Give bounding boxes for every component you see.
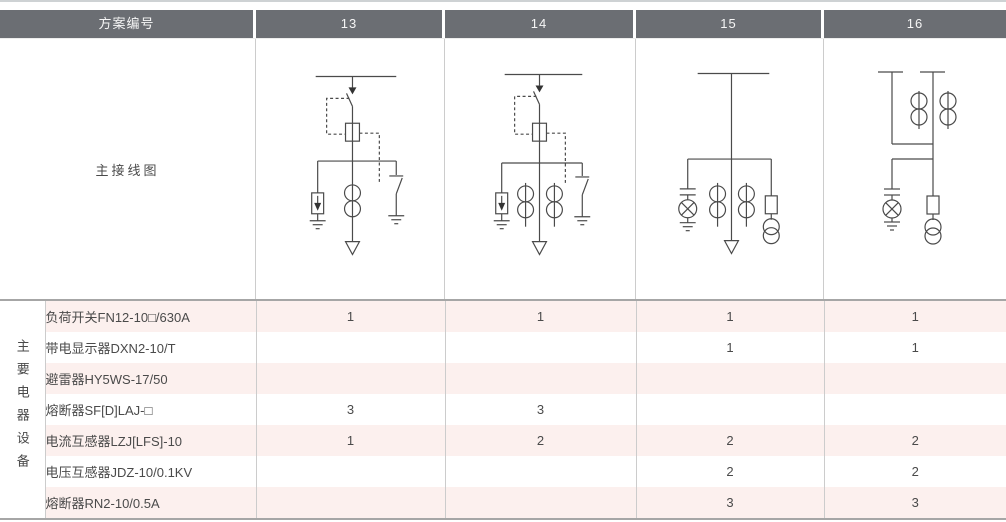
- qty-15: 2: [636, 456, 825, 487]
- equipment-table: 主要电器设备 负荷开关FN12-10□/630A 1 1 1 1 带电显示器DX…: [0, 301, 1006, 518]
- main-wiring-diagram-row: 主接线图: [0, 38, 1006, 299]
- qty-16: [824, 394, 1006, 425]
- scheme-14-cell: [445, 39, 636, 299]
- qty-15: 1: [636, 301, 825, 332]
- scheme-16-single-line-diagram-icon: [878, 71, 957, 245]
- qty-16: 3: [824, 487, 1006, 518]
- qty-13: 3: [256, 394, 446, 425]
- qty-14: 1: [445, 301, 637, 332]
- qty-14: [445, 332, 637, 363]
- table-row: 熔断器RN2-10/0.5A 3 3: [0, 487, 1006, 518]
- qty-14: [445, 456, 637, 487]
- qty-13: [256, 456, 446, 487]
- qty-14: 2: [445, 425, 637, 456]
- qty-15: 1: [636, 332, 825, 363]
- qty-16: 1: [824, 332, 1006, 363]
- equipment-name: 负荷开关FN12-10□/630A: [45, 301, 257, 332]
- equipment-name: 电流互感器LZJ[LFS]-10: [45, 425, 257, 456]
- qty-14: 3: [445, 394, 637, 425]
- header-scheme-13: 13: [256, 10, 445, 38]
- equipment-table-wrap: 主要电器设备 负荷开关FN12-10□/630A 1 1 1 1 带电显示器DX…: [0, 299, 1006, 520]
- header-scheme-number-label: 方案编号: [0, 10, 256, 38]
- qty-13: [256, 363, 446, 394]
- table-row: 避雷器HY5WS-17/50: [0, 363, 1006, 394]
- scheme-15-cell: [636, 39, 824, 299]
- qty-15: [636, 363, 825, 394]
- scheme-15-single-line-diagram-icon: [678, 72, 780, 255]
- table-row: 熔断器SF[D]LAJ-□ 3 3: [0, 394, 1006, 425]
- table-row: 带电显示器DXN2-10/T 1 1: [0, 332, 1006, 363]
- scheme-13-cell: [256, 39, 445, 299]
- side-label: 主要电器设备: [14, 339, 30, 477]
- qty-16: 2: [824, 425, 1006, 456]
- scheme-13-single-line-diagram-icon: [309, 75, 405, 256]
- qty-15: 2: [636, 425, 825, 456]
- qty-15: [636, 394, 825, 425]
- diagram-row-label: 主接线图: [95, 162, 160, 178]
- equipment-name: 带电显示器DXN2-10/T: [45, 332, 257, 363]
- scheme-14-single-line-diagram-icon: [493, 73, 591, 256]
- qty-13: 1: [256, 301, 446, 332]
- equipment-name: 熔断器SF[D]LAJ-□: [45, 394, 257, 425]
- qty-15: 3: [636, 487, 825, 518]
- qty-16: 1: [824, 301, 1006, 332]
- equipment-name: 避雷器HY5WS-17/50: [45, 363, 257, 394]
- scheme-16-cell: [824, 39, 1006, 299]
- side-label-cell: 主要电器设备: [0, 301, 46, 518]
- qty-13: [256, 332, 446, 363]
- table-row: 电流互感器LZJ[LFS]-10 1 2 2 2: [0, 425, 1006, 456]
- top-border-line: [0, 0, 1006, 2]
- header-scheme-14: 14: [445, 10, 636, 38]
- equipment-name: 电压互感器JDZ-10/0.1KV: [45, 456, 257, 487]
- table-row: 电压互感器JDZ-10/0.1KV 2 2: [0, 456, 1006, 487]
- header-scheme-15: 15: [636, 10, 824, 38]
- qty-16: 2: [824, 456, 1006, 487]
- diagram-row-label-cell: 主接线图: [0, 39, 256, 299]
- qty-13: 1: [256, 425, 446, 456]
- qty-14: [445, 487, 637, 518]
- qty-14: [445, 363, 637, 394]
- equipment-name: 熔断器RN2-10/0.5A: [45, 487, 257, 518]
- table-header: 方案编号 13 14 15 16: [0, 10, 1006, 38]
- header-scheme-16: 16: [824, 10, 1006, 38]
- qty-16: [824, 363, 1006, 394]
- table-row: 主要电器设备 负荷开关FN12-10□/630A 1 1 1 1: [0, 301, 1006, 518]
- qty-13: [256, 487, 446, 518]
